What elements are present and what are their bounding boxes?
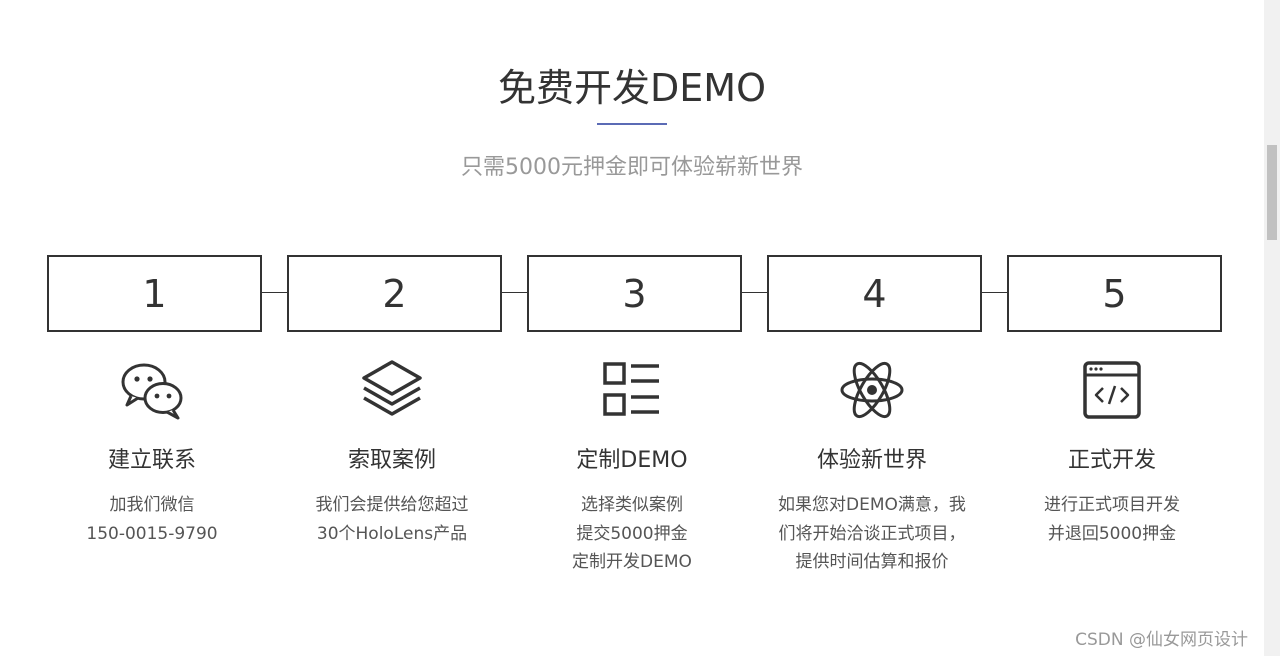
step-title: 定制DEMO [576, 448, 688, 473]
title-underline [597, 123, 667, 125]
step-description: 如果您对DEMO满意，我 们将开始洽谈正式项目， 提供时间估算和报价 [752, 491, 992, 577]
step-3: 定制DEMO 选择类似案例 提交5000押金 定制开发DEMO [512, 355, 752, 577]
atom-icon [840, 361, 904, 419]
step-desc-line: 提供时间估算和报价 [795, 552, 949, 572]
step-1: 建立联系 加我们微信 150-0015-9790 [32, 355, 272, 548]
step-description: 加我们微信 150-0015-9790 [32, 491, 272, 548]
step-5: 正式开发 进行正式项目开发 并退回5000押金 [992, 355, 1232, 548]
section-title: 免费开发DEMO [498, 66, 766, 110]
step-connector [740, 292, 767, 293]
step-number-box-4: 4 [767, 255, 982, 332]
step-desc-line: 并退回5000押金 [1047, 523, 1177, 544]
step-desc-line: 提交5000押金 [576, 523, 688, 544]
wechat-icon [121, 363, 183, 420]
step-number-box-1: 1 [47, 255, 262, 332]
step-description: 选择类似案例 提交5000押金 定制开发DEMO [512, 491, 752, 577]
step-title: 正式开发 [1067, 448, 1156, 473]
step-desc-line: 选择类似案例 [581, 495, 683, 515]
step-desc-line: 加我们微信 [109, 495, 195, 515]
step-title: 索取案例 [347, 448, 436, 473]
step-number-box-3: 3 [527, 255, 742, 332]
step-number-box-5: 5 [1007, 255, 1222, 332]
step-desc-line: 进行正式项目开发 [1044, 495, 1180, 515]
step-title: 建立联系 [107, 448, 196, 473]
step-desc-line: 我们会提供给您超过 [315, 495, 469, 515]
scrollbar-thumb[interactable] [1267, 145, 1277, 240]
step-connector [500, 292, 527, 293]
layers-icon [362, 360, 422, 416]
step-desc-line: 150-0015-9790 [86, 523, 218, 544]
section-subtitle: 只需5000元押金即可体验崭新世界 [461, 155, 803, 180]
code-window-icon [1083, 361, 1141, 419]
watermark: CSDN @仙女网页设计 [1075, 630, 1248, 650]
list-icon [603, 362, 659, 416]
step-number-box-2: 2 [287, 255, 502, 332]
step-desc-line: 30个HoloLens产品 [316, 523, 468, 544]
vertical-scrollbar[interactable] [1264, 0, 1280, 656]
step-description: 我们会提供给您超过 30个HoloLens产品 [272, 491, 512, 548]
step-2: 索取案例 我们会提供给您超过 30个HoloLens产品 [272, 355, 512, 548]
step-desc-line: 定制开发DEMO [572, 552, 692, 572]
step-connector [260, 292, 287, 293]
step-desc-line: 们将开始洽谈正式项目， [778, 523, 966, 544]
step-description: 进行正式项目开发 并退回5000押金 [992, 491, 1232, 548]
step-connector [980, 292, 1007, 293]
step-4: 体验新世界 如果您对DEMO满意，我 们将开始洽谈正式项目， 提供时间估算和报价 [752, 355, 992, 577]
step-title: 体验新世界 [816, 448, 927, 473]
step-desc-line: 如果您对DEMO满意，我 [778, 495, 966, 515]
